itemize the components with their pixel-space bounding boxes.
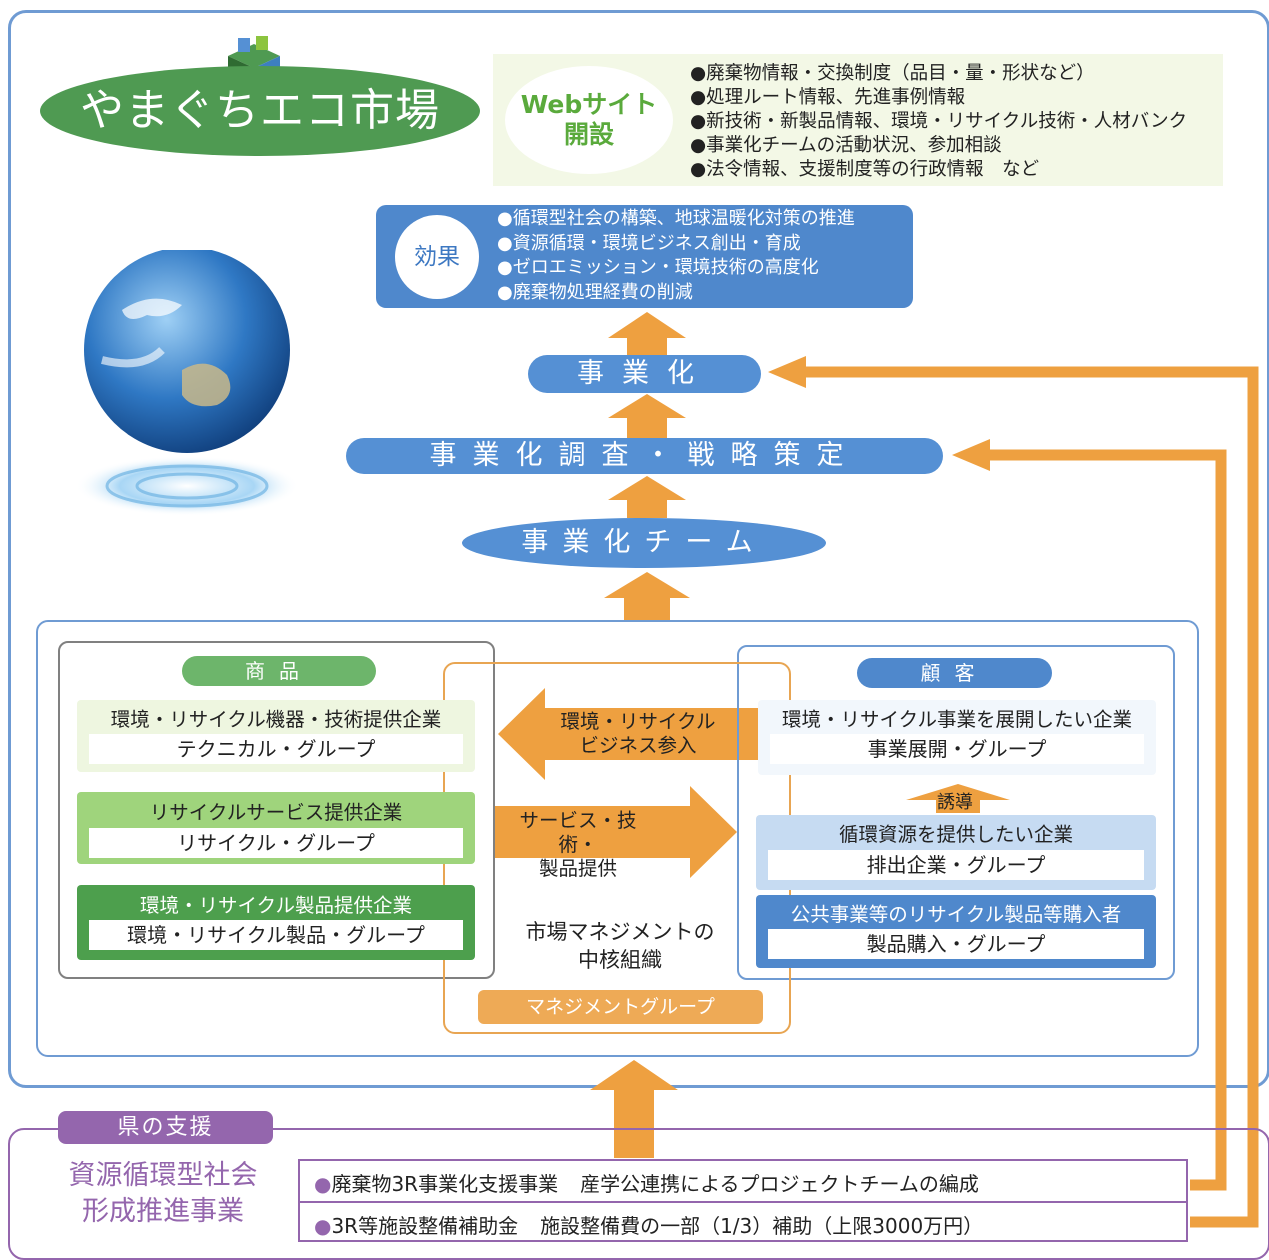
business-entry-line1: 環境・リサイクル [560, 710, 716, 733]
website-item: ●廃棄物情報・交換制度（品目・量・形状など） [690, 63, 1095, 84]
support-row-desc: 産学公連携によるプロジェクトチームの編成 [580, 1172, 979, 1196]
core-line2: 中核組織 [578, 948, 662, 972]
recycle-group-box: リサイクルサービス提供企業 リサイクル・グループ [77, 792, 475, 864]
technical-group-box: 環境・リサイクル機器・技術提供企業 テクニカル・グループ [77, 700, 475, 772]
up-arrow-chosa [608, 476, 686, 518]
effect-item: ●循環型社会の構築、地球温暖化対策の推進 [497, 208, 855, 229]
group-name: 製品購入・グループ [768, 929, 1144, 959]
up-arrow-effect [608, 312, 686, 355]
website-label: Webサイト 開設 [505, 66, 673, 174]
website-item: ●事業化チームの活動状況、参加相談 [690, 135, 1002, 156]
core-line1: 市場マネジメントの [525, 920, 715, 944]
feedback-arrowhead-jigyoka [768, 356, 806, 388]
effect-item: ●廃棄物処理経費の削減 [497, 281, 693, 303]
up-arrow-support [590, 1060, 678, 1158]
survey-strategy-stage: 事業化調査・戦略策定 [346, 438, 943, 474]
website-list: ●廃棄物情報・交換制度（品目・量・形状など） ●処理ルート情報、先進事例情報 ●… [690, 62, 1220, 182]
group-title: 環境・リサイクル製品提供企業 [139, 894, 413, 917]
group-title: 環境・リサイクル事業を展開したい企業 [781, 708, 1133, 731]
up-arrow-jigyoka [608, 394, 686, 438]
emission-group-box: 循環資源を提供したい企業 排出企業・グループ [756, 815, 1156, 890]
induce-label: 誘導 [937, 792, 973, 813]
support-header: 県の支援 [58, 1111, 273, 1144]
group-title: 循環資源を提供したい企業 [838, 823, 1073, 846]
website-item: ●新技術・新製品情報、環境・リサイクル技術・人材バンク [690, 111, 1188, 132]
group-name: 事業展開・グループ [770, 734, 1144, 764]
market-frame [36, 620, 1199, 1057]
support-row: ●3R等施設整備補助金施設整備費の一部（1/3）補助（上限3000万円） [314, 1210, 983, 1239]
support-row-desc: 施設整備費の一部（1/3）補助（上限3000万円） [540, 1214, 984, 1238]
support-row-name: 3R等施設整備補助金 [331, 1214, 519, 1238]
bullet: ● [314, 1172, 332, 1196]
business-entry-line2: ビジネス参入 [579, 734, 697, 757]
earth-globe-icon [62, 247, 312, 530]
commercialization-stage: 事業化 [528, 355, 761, 393]
feedback-arrowhead-chosa [952, 439, 990, 471]
bullet: ● [314, 1214, 332, 1238]
group-name: 環境・リサイクル製品・グループ [89, 920, 463, 950]
group-title: 環境・リサイクル機器・技術提供企業 [110, 708, 442, 731]
website-item: ●法令情報、支援制度等の行政情報 など [690, 159, 1040, 180]
core-organization-label: 市場マネジメントの 中核組織 [500, 918, 740, 974]
page-title: やまぐちエコ市場 [40, 66, 480, 156]
effect-label: 効果 [395, 215, 479, 299]
product-group-box: 環境・リサイクル製品提供企業 環境・リサイクル製品・グループ [77, 885, 475, 960]
business-team-stage: 事業化チーム [462, 518, 826, 568]
support-table: ●廃棄物3R事業化支援事業産学公連携によるプロジェクトチームの編成 ●3R等施設… [298, 1159, 1188, 1242]
customers-header: 顧客 [857, 658, 1052, 688]
website-label-line2: 開設 [563, 120, 614, 149]
left-arrow-business-entry [498, 688, 758, 780]
website-label-line1: Webサイト [520, 90, 658, 119]
group-name: 排出企業・グループ [768, 850, 1144, 880]
service-provide-line2: 製品提供 [538, 857, 617, 880]
service-provide-line1: サービス・技術・ [519, 809, 637, 856]
feedback-line-jigyoka [795, 366, 1259, 1228]
service-provide-label: サービス・技術・ 製品提供 [503, 809, 653, 881]
group-name: リサイクル・グループ [89, 828, 463, 858]
management-group-label: マネジメントグループ [478, 990, 763, 1024]
feedback-line-chosa [990, 449, 1227, 1191]
customers-frame [737, 645, 1175, 980]
up-arrow-team [604, 572, 690, 620]
goods-frame [58, 641, 495, 979]
support-row-name: 廃棄物3R事業化支援事業 [331, 1172, 559, 1196]
support-program-name: 資源循環型社会 形成推進事業 [28, 1158, 298, 1230]
goods-header: 商品 [182, 656, 376, 686]
group-title: 公共事業等のリサイクル製品等購入者 [790, 903, 1122, 926]
group-title: リサイクルサービス提供企業 [149, 801, 403, 824]
website-item: ●処理ルート情報、先進事例情報 [690, 87, 966, 108]
right-arrow-service-provide [493, 786, 737, 878]
row-divider [300, 1201, 1186, 1203]
effect-item: ●ゼロエミッション・環境技術の高度化 [497, 257, 819, 278]
support-program-line2: 形成推進事業 [82, 1196, 244, 1227]
effect-item: ●資源循環・環境ビジネス創出・育成 [497, 232, 801, 254]
purchaser-group-box: 公共事業等のリサイクル製品等購入者 製品購入・グループ [756, 895, 1156, 968]
up-arrow-induce [906, 784, 1010, 813]
support-row: ●廃棄物3R事業化支援事業産学公連携によるプロジェクトチームの編成 [314, 1168, 979, 1197]
effect-list: ●循環型社会の構築、地球温暖化対策の推進 ●資源循環・環境ビジネス創出・育成 ●… [497, 207, 907, 305]
business-expansion-group-box: 環境・リサイクル事業を展開したい企業 事業展開・グループ [758, 700, 1156, 775]
support-program-line1: 資源循環型社会 [68, 1160, 258, 1191]
business-entry-label: 環境・リサイクル ビジネス参入 [548, 710, 728, 758]
group-name: テクニカル・グループ [89, 734, 463, 764]
